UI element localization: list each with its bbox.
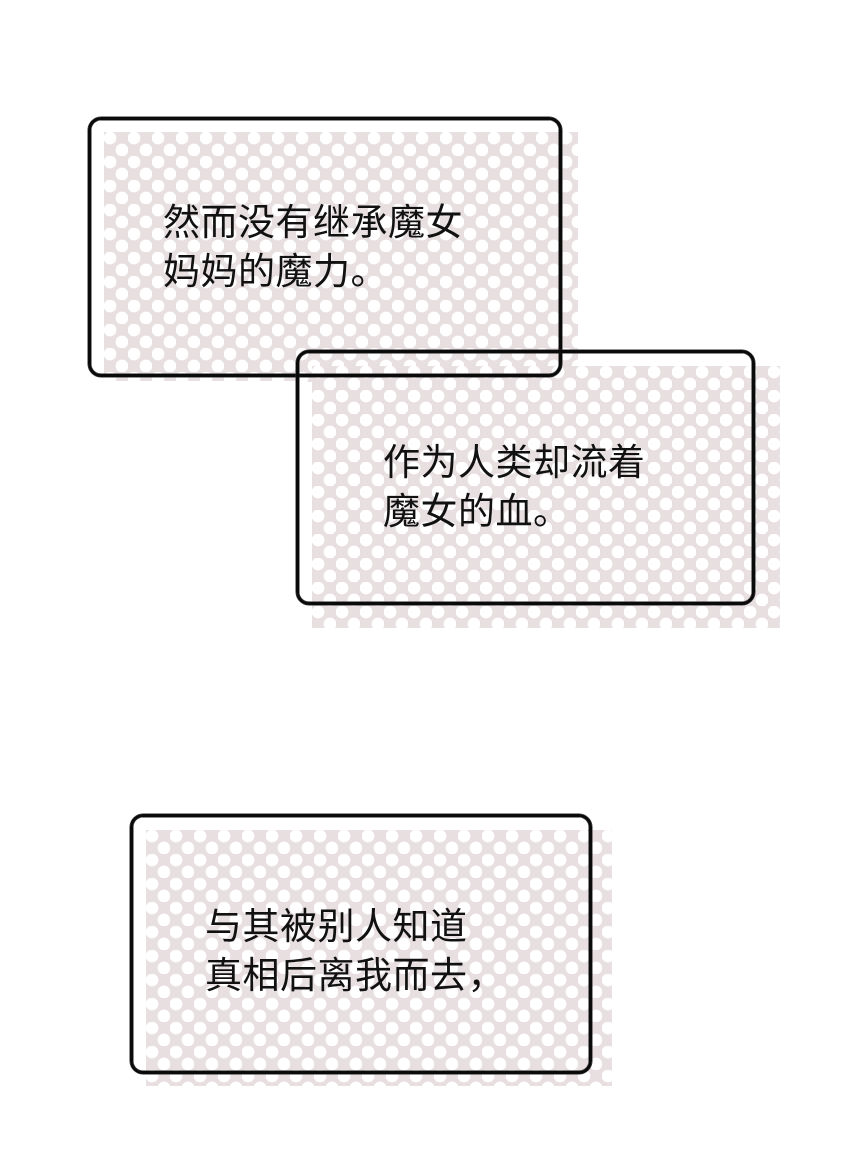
speech-bubble-1-halftone-fill bbox=[104, 132, 578, 382]
speech-bubble-1-outline bbox=[88, 117, 562, 377]
speech-bubble-2-halftone-fill bbox=[312, 366, 780, 628]
speech-bubble-2-text: 作为人类却流着 魔女的血。 bbox=[383, 442, 646, 532]
speech-bubble-1-text: 然而没有继承魔女 妈妈的魔力。 bbox=[163, 202, 463, 292]
bubble-1-bottom-mask bbox=[0, 381, 296, 421]
speech-bubble-3-outline bbox=[130, 814, 592, 1074]
speech-bubble-3-halftone-fill bbox=[146, 830, 612, 1086]
speech-bubble-3-text: 与其被别人知道 真相后离我而去， bbox=[205, 906, 505, 996]
speech-bubble-2-outline bbox=[296, 350, 755, 605]
